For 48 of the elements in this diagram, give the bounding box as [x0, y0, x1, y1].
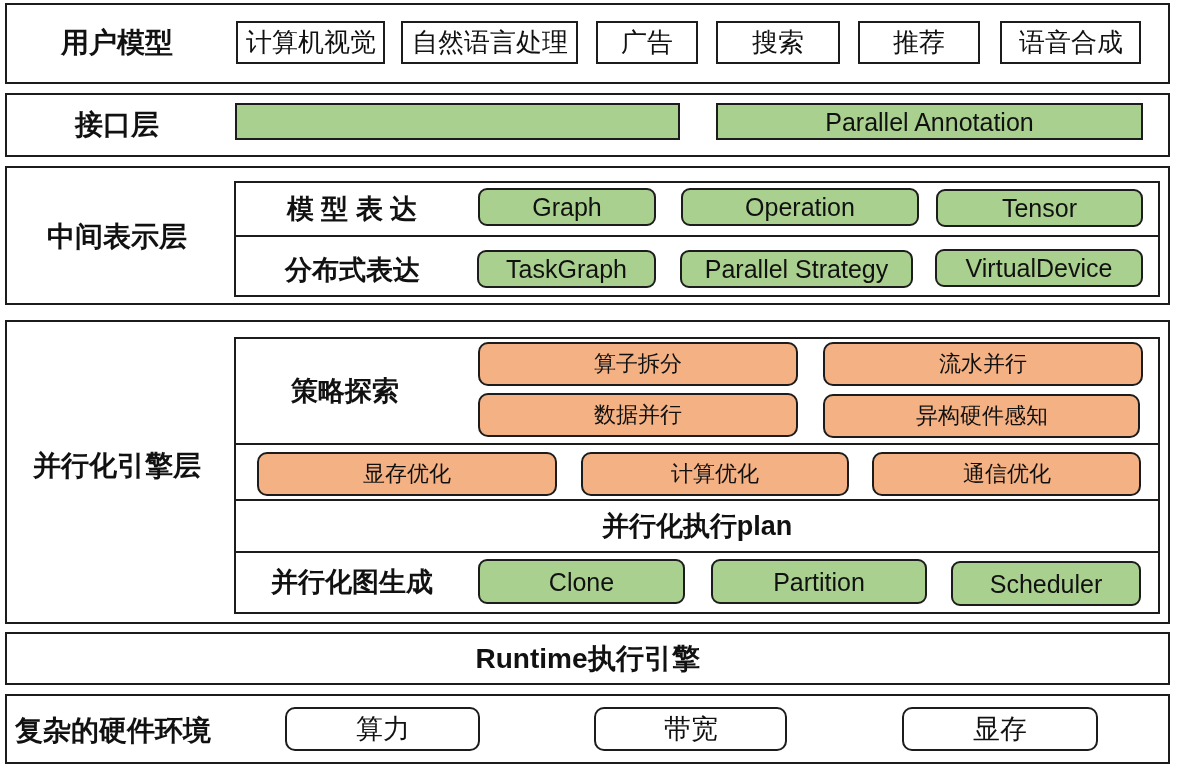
layer-band: [5, 694, 1170, 764]
module-box: Scheduler: [951, 561, 1141, 606]
module-box: 通信优化: [872, 452, 1141, 496]
row-label: 模 型 表 达: [286, 192, 418, 226]
module-box: 语音合成: [1000, 21, 1141, 64]
table-row: [234, 443, 1160, 501]
module-box: 流水并行: [823, 342, 1143, 386]
layer-label: 复杂的硬件环境: [15, 714, 211, 748]
module-box: Parallel Strategy: [680, 250, 913, 288]
table-row: [234, 235, 1160, 297]
row-label: 分布式表达: [284, 253, 420, 287]
layer-label: 接口层: [75, 108, 159, 142]
module-box: 异构硬件感知: [823, 394, 1140, 438]
row-label: 并行化图生成: [271, 565, 433, 599]
module-box: Tensor: [936, 189, 1143, 227]
module-box: Graph: [478, 188, 656, 226]
module-box: 自然语言处理: [401, 21, 578, 64]
module-box: 带宽: [594, 707, 787, 751]
row-label: 策略探索: [291, 374, 399, 408]
layer-label: 用户模型: [61, 26, 173, 60]
module-box: Parallel Annotation: [716, 103, 1143, 140]
module-box: 算子拆分: [478, 342, 798, 386]
module-box: 推荐: [858, 21, 980, 64]
layer-band: [5, 93, 1170, 157]
module-box: Clone: [478, 559, 685, 604]
layer-label: 中间表示层: [47, 220, 187, 254]
module-box: 搜索: [716, 21, 840, 64]
layer-label: 并行化引擎层: [33, 449, 201, 483]
module-box: 广告: [596, 21, 698, 64]
module-box: 计算机视觉: [236, 21, 385, 64]
module-box: Operation: [681, 188, 919, 226]
layer-band: [5, 166, 1170, 305]
table-row: [234, 181, 1160, 237]
module-box: 显存: [902, 707, 1098, 751]
table-row: 并行化执行plan: [234, 499, 1160, 553]
module-box: [235, 103, 680, 140]
module-box: 显存优化: [257, 452, 557, 496]
table-row: [234, 551, 1160, 614]
module-box: VirtualDevice: [935, 249, 1143, 287]
module-box: 计算优化: [581, 452, 849, 496]
module-box: TaskGraph: [477, 250, 656, 288]
layer-band: [5, 3, 1170, 84]
layer-band: Runtime执行引擎: [5, 632, 1170, 685]
module-box: 数据并行: [478, 393, 798, 437]
table-row: [234, 337, 1160, 445]
layer-band: [5, 320, 1170, 624]
module-box: Partition: [711, 559, 927, 604]
module-box: 算力: [285, 707, 480, 751]
